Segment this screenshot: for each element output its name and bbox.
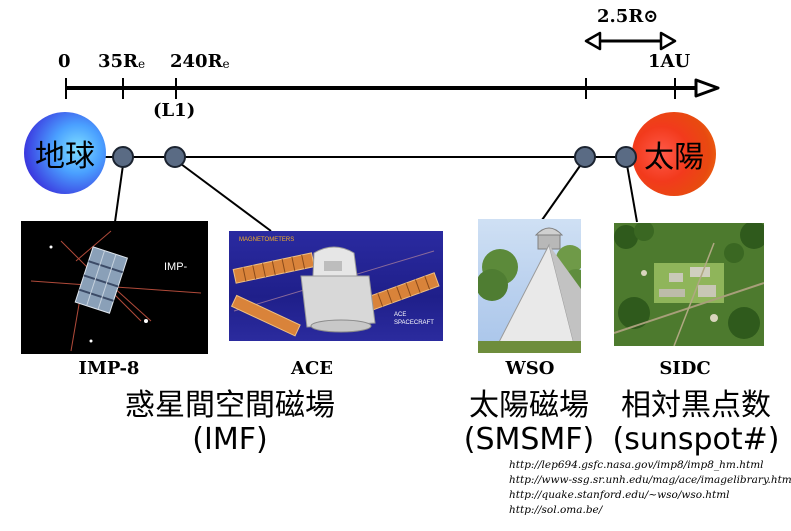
leader-wso <box>541 162 583 221</box>
smsmf-label-en: (SMSMF) <box>463 422 595 457</box>
sunspot-label-en: (sunspot#) <box>612 422 780 457</box>
ace-photo-inner-text: ACE SPACECRAFT <box>394 312 434 326</box>
earth-circle: 地球 <box>24 112 106 194</box>
node-sidc <box>615 146 637 168</box>
imp8-photo-text: IMP- <box>164 261 188 273</box>
ace-photo-top-text: MAGNETOMETERS <box>239 237 295 243</box>
leader-ace <box>180 163 272 232</box>
wso-photo <box>478 219 581 353</box>
caption-ace: ACE <box>290 358 333 379</box>
earth-label: 地球 <box>35 139 95 174</box>
node-wso <box>574 146 596 168</box>
node-imp8 <box>112 146 134 168</box>
tick-label-35re: 35Re <box>98 51 146 72</box>
sun-circle: 太陽 <box>632 112 716 196</box>
tick-label-1au: 1AU <box>648 51 691 72</box>
caption-sidc: SIDC <box>659 358 711 379</box>
tick-label-240re: 240Re <box>170 51 230 72</box>
url-wso[interactable]: http://quake.stanford.edu/~wso/wso.html <box>509 489 730 501</box>
sidc-aerial-illustration <box>614 223 764 346</box>
ace-spacecraft-illustration <box>230 246 440 337</box>
tick-label-0: 0 <box>58 51 71 72</box>
leader-imp8 <box>114 164 124 223</box>
caption-wso: WSO <box>505 358 555 379</box>
leader-sidc <box>626 164 638 223</box>
url-ace[interactable]: http://www-ssg.sr.unh.edu/mag/ace/imagel… <box>509 474 791 486</box>
node-ace-l1 <box>164 146 186 168</box>
imp8-satellite-illustration <box>30 230 202 352</box>
wso-observatory-illustration <box>478 227 581 353</box>
smsmf-label-jp: 太陽磁場 <box>469 388 589 423</box>
url-imp8[interactable]: http://lep694.gsfc.nasa.gov/imp8/imp8_hm… <box>509 459 764 471</box>
sunspot-label-jp: 相対黒点数 <box>621 388 771 423</box>
imf-label-jp: 惑星間空間磁場 <box>125 388 335 423</box>
imf-label-en: (IMF) <box>192 422 268 457</box>
sun-span-label: 2.5R⊙ <box>597 6 659 27</box>
imp8-photo: IMP- <box>21 221 208 354</box>
span-arrow-right <box>659 31 677 51</box>
ace-photo: MAGNETOMETERS <box>229 231 443 341</box>
l1-label: (L1) <box>153 100 196 121</box>
span-arrow-left <box>584 31 602 51</box>
distance-axis-arrowhead <box>694 78 720 98</box>
url-sidc[interactable]: http://sol.oma.be/ <box>509 504 603 516</box>
sidc-photo <box>614 223 764 346</box>
sun-label: 太陽 <box>644 140 704 175</box>
caption-imp8: IMP-8 <box>78 358 140 379</box>
